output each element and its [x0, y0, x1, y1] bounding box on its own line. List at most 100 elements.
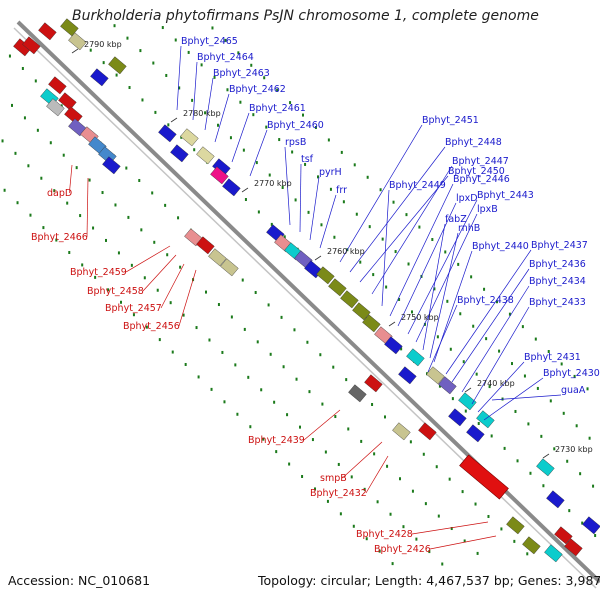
- track-dot: [127, 215, 130, 219]
- track-dot: [306, 340, 309, 344]
- gene-arrow: [398, 366, 417, 385]
- track-dot: [500, 527, 503, 531]
- track-dot: [385, 285, 388, 289]
- track-dot: [373, 452, 376, 456]
- forward-gene-label: Bphyt_2450: [448, 166, 505, 177]
- gene-arrow: [58, 92, 77, 111]
- track-dot: [164, 203, 167, 207]
- track-dot: [496, 300, 498, 304]
- track-dot: [342, 200, 345, 204]
- reverse-gene-label: Bphyt_2456: [123, 321, 180, 332]
- gene-arrow: [546, 490, 565, 509]
- track-dot: [174, 38, 177, 42]
- gene-arrow: [536, 458, 555, 477]
- track-dot: [476, 551, 479, 555]
- track-dot: [314, 126, 317, 130]
- forward-gene-label: frr: [336, 185, 347, 196]
- track-dot: [101, 191, 104, 195]
- forward-gene-label: Bphyt_2461: [249, 103, 306, 114]
- callouts: Bphyt_2465Bphyt_2464Bphyt_2463Bphyt_2462…: [31, 36, 600, 555]
- track-dot: [394, 250, 397, 254]
- forward-gene-label: Bphyt_2436: [529, 259, 586, 270]
- track-dot: [94, 275, 97, 279]
- track-dot: [503, 446, 506, 450]
- track-dot: [247, 375, 250, 379]
- track-dot: [14, 151, 17, 155]
- track-dot: [329, 187, 332, 191]
- track-dot: [560, 362, 563, 366]
- track-dot: [314, 487, 316, 491]
- forward-gene-label: Bphyt_2465: [181, 36, 238, 47]
- forward-callout-line: [415, 213, 478, 343]
- gene-arrow: [544, 544, 563, 563]
- gene-arrow: [222, 178, 241, 197]
- track-dot: [262, 437, 265, 441]
- track-dot: [267, 303, 270, 307]
- track-dot: [516, 459, 519, 463]
- track-dot: [498, 349, 501, 353]
- gene-arrow: [180, 128, 199, 147]
- track-dot: [422, 452, 425, 456]
- gene-arrow: [448, 408, 467, 427]
- track-dot: [363, 487, 366, 491]
- forward-callout-line: [284, 146, 291, 226]
- track-dot: [488, 385, 491, 389]
- track-dot: [366, 175, 369, 179]
- gene-arrow: [102, 156, 121, 175]
- track-dot: [562, 411, 565, 415]
- reverse-gene-label: Bphyt_2426: [374, 544, 431, 555]
- track-dot: [167, 123, 170, 127]
- track-dot: [534, 337, 537, 341]
- track-dot: [165, 73, 168, 77]
- track-dot: [474, 502, 477, 506]
- track-dot: [549, 399, 552, 403]
- track-dot: [423, 322, 426, 326]
- track-dot: [197, 375, 200, 379]
- track-dot: [141, 98, 144, 102]
- forward-callout-line: [231, 112, 250, 163]
- gene-arrow: [582, 516, 600, 535]
- track-dot: [446, 299, 449, 303]
- track-dot: [224, 38, 227, 42]
- reverse-callout-line: [303, 409, 341, 441]
- track-dot: [588, 436, 591, 440]
- gene-arrow: [426, 366, 445, 385]
- gene-arrow: [328, 278, 347, 297]
- track-dot: [411, 489, 414, 493]
- tick-mark: [71, 48, 79, 54]
- forward-callout-line: [491, 394, 562, 401]
- track-dot: [256, 340, 259, 344]
- gene-arrow: [46, 98, 65, 117]
- forward-gene-label: guaA: [561, 385, 586, 396]
- forward-gene-label: fabZ: [445, 214, 467, 225]
- track-dot: [191, 98, 194, 102]
- track-dot: [158, 338, 161, 342]
- gene-arrow: [22, 36, 41, 55]
- track-dot: [27, 164, 30, 168]
- track-dot: [523, 374, 526, 378]
- forward-callout-line: [299, 163, 302, 233]
- reverse-gene-label: Bphyt_2466: [31, 232, 88, 243]
- forward-gene-label: Bphyt_2434: [529, 276, 586, 287]
- track-dot: [372, 273, 375, 277]
- track-dot: [386, 464, 389, 468]
- track-dot: [326, 499, 329, 503]
- track-dot: [389, 512, 392, 516]
- track-dot: [75, 166, 78, 170]
- track-dot: [42, 226, 45, 230]
- track-dot: [226, 88, 229, 92]
- track-dot: [195, 326, 198, 330]
- track-dot: [477, 422, 480, 426]
- gene-arrow: [158, 124, 177, 143]
- track-dot: [102, 61, 105, 65]
- track-dot: [120, 300, 122, 304]
- gene-arrow: [458, 392, 477, 411]
- track-dot: [407, 262, 410, 266]
- track-dot: [81, 263, 84, 267]
- track-dot: [470, 275, 473, 279]
- reverse-gene-label: Bphyt_2457: [105, 303, 162, 314]
- track-dot: [333, 235, 336, 239]
- reverse-gene-label: Bphyt_2458: [87, 286, 144, 297]
- track-dot: [217, 123, 219, 127]
